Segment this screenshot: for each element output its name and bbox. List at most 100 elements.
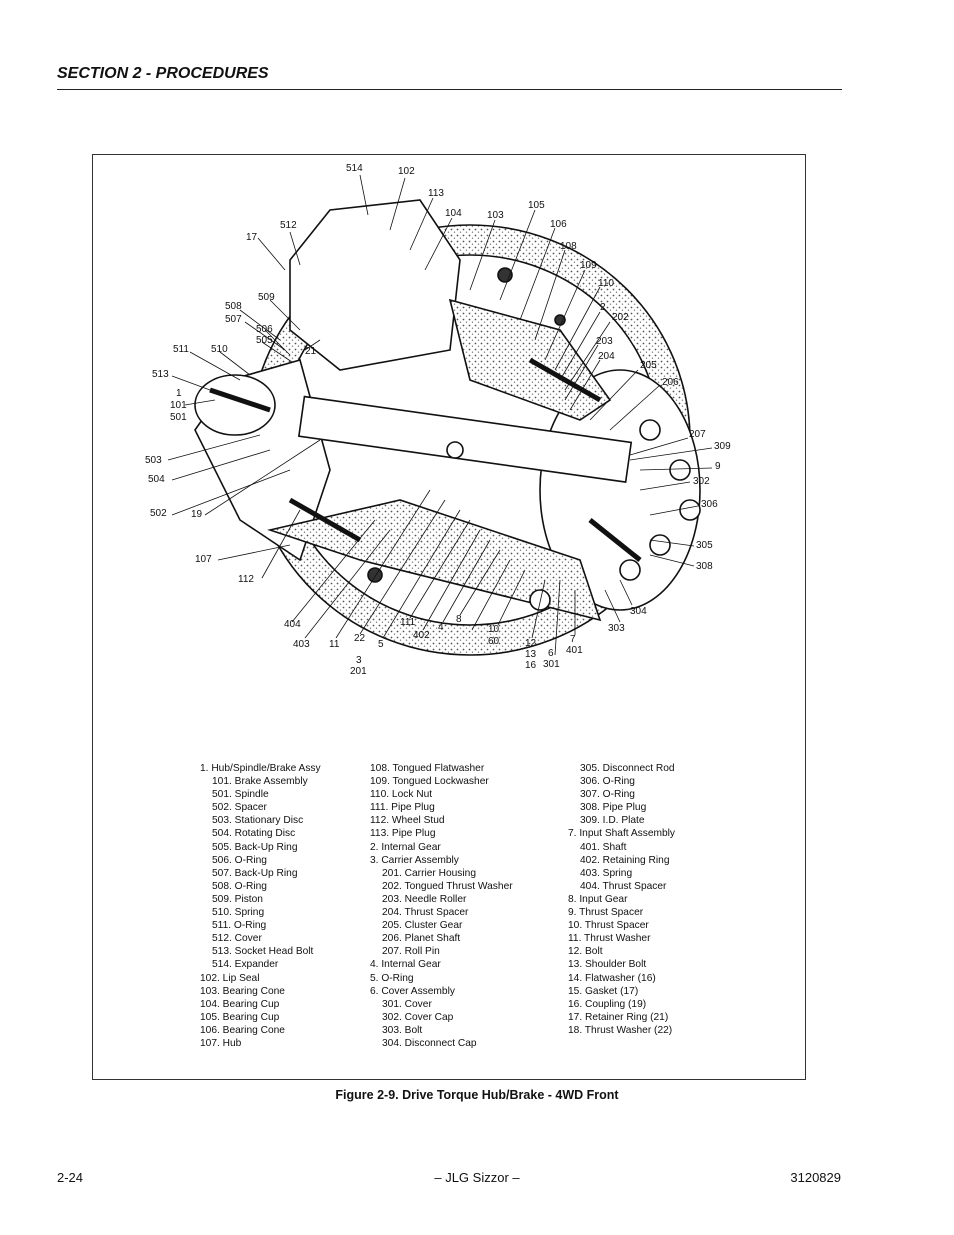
legend-item: 7. Input Shaft Assembly	[568, 828, 676, 840]
callout-label: 202	[612, 312, 629, 323]
callout-label: 204	[598, 351, 615, 362]
legend-item: 513. Socket Head Bolt	[212, 946, 314, 958]
footer-doc-number: 3120829	[790, 1170, 841, 1185]
callout-label: 306	[701, 499, 718, 510]
legend-item: 202. Tongued Thrust Washer	[382, 880, 513, 892]
figure-frame	[92, 154, 806, 1080]
callout-label: 22	[354, 633, 366, 644]
callout-label: 509	[258, 292, 275, 303]
legend-item: 401. Shaft	[580, 841, 627, 853]
legend-item: 207. Roll Pin	[382, 946, 440, 958]
callout-label: 101	[170, 400, 187, 411]
callout-label: 113	[428, 188, 444, 199]
callout-label: 3	[356, 655, 362, 666]
callout-label: 111	[400, 617, 416, 628]
callout-label: 304	[630, 606, 647, 617]
legend-item: 206. Planet Shaft	[382, 933, 461, 945]
callout-label: 514	[346, 163, 363, 174]
legend-item: 102. Lip Seal	[200, 972, 260, 984]
legend-item: 504. Rotating Disc	[212, 828, 296, 840]
callout-label: 112	[238, 574, 254, 585]
legend-item: 105. Bearing Cup	[200, 1011, 280, 1023]
legend-item: 16. Coupling (19)	[568, 998, 647, 1010]
callout-label: 511	[173, 344, 189, 355]
legend-item: 301. Cover	[382, 998, 432, 1010]
callout-label: 513	[152, 369, 169, 380]
callout-label: 21	[305, 346, 317, 357]
callout-label: 507	[225, 314, 242, 325]
legend-item: 1. Hub/Spindle/Brake Assy	[200, 763, 321, 774]
callout-label: 106	[550, 219, 567, 230]
callout-label: 205	[640, 360, 657, 371]
callout-label: 401	[566, 645, 583, 656]
callout-label: 13	[525, 649, 537, 660]
section-title: SECTION 2 - PROCEDURES	[57, 65, 269, 82]
legend-item: 103. Bearing Cone	[200, 985, 285, 997]
callout-label: 12	[525, 638, 537, 649]
legend-item: 5. O-Ring	[370, 972, 414, 984]
callout-label: 207	[689, 429, 706, 440]
callout-label: 6	[548, 648, 554, 659]
callout-label: 203	[596, 336, 613, 347]
legend-item: 302. Cover Cap	[382, 1011, 454, 1023]
legend-item: 505. Back-Up Ring	[212, 841, 298, 853]
footer-title: – JLG Sizzor –	[434, 1170, 520, 1185]
legend-item: 104. Bearing Cup	[200, 998, 280, 1010]
legend-item: 303. Bolt	[382, 1024, 423, 1036]
legend-item: 203. Needle Roller	[382, 893, 467, 905]
legend-item: 507. Back-Up Ring	[212, 867, 298, 879]
legend-item: 306. O-Ring	[580, 776, 635, 788]
callout-label: 206	[662, 377, 679, 388]
legend-item: 2. Internal Gear	[370, 841, 441, 853]
legend-item: 512. Cover	[212, 933, 262, 945]
callout-label: 4	[438, 622, 444, 633]
callout-label: 508	[225, 301, 242, 312]
legend-item: 17. Retainer Ring (21)	[568, 1011, 669, 1023]
callout-label: 301	[543, 659, 560, 670]
legend-item: 106. Bearing Cone	[200, 1024, 285, 1036]
callout-label: 10	[488, 624, 500, 635]
legend-item: 8. Input Gear	[568, 893, 628, 905]
legend-item: 506. O-Ring	[212, 854, 267, 866]
legend-item: 510. Spring	[212, 907, 265, 919]
legend-item: 309. I.D. Plate	[580, 815, 645, 827]
callout-label: 109	[580, 260, 597, 271]
legend-item: 15. Gasket (17)	[568, 985, 639, 997]
legend-item: 9. Thrust Spacer	[568, 907, 644, 919]
legend-item: 109. Tongued Lockwasher	[370, 776, 489, 788]
legend-item: 4. Internal Gear	[370, 959, 441, 971]
callout-label: 102	[398, 166, 415, 177]
legend-item: 511. O-Ring	[212, 920, 267, 932]
legend-item: 110. Lock Nut	[370, 789, 433, 801]
callout-label: 8	[456, 614, 462, 625]
legend-item: 308. Pipe Plug	[580, 802, 647, 814]
legend-item: 113. Pipe Plug	[370, 828, 436, 840]
callout-label: 7	[570, 634, 576, 645]
legend-item: 201. Carrier Housing	[382, 867, 476, 879]
legend-item: 111. Pipe Plug	[370, 802, 435, 814]
legend-item: 501. Spindle	[212, 789, 269, 801]
callout-label: 104	[445, 208, 462, 219]
legend-item: 402. Retaining Ring	[580, 854, 670, 866]
legend-item: 14. Flatwasher (16)	[568, 972, 656, 984]
legend-item: 514. Expander	[212, 959, 279, 971]
legend-item: 502. Spacer	[212, 802, 267, 814]
legend-item: 205. Cluster Gear	[382, 920, 463, 932]
legend-item: 3. Carrier Assembly	[370, 854, 459, 866]
legend-item: 18. Thrust Washer (22)	[568, 1024, 673, 1036]
callout-label: 510	[211, 344, 228, 355]
legend-item: 13. Shoulder Bolt	[568, 959, 647, 971]
callout-label: 302	[693, 476, 710, 487]
legend-item: 305. Disconnect Rod	[580, 763, 675, 774]
callout-label: 103	[487, 210, 504, 221]
legend-item: 6. Cover Assembly	[370, 985, 455, 997]
callout-label: 506	[256, 324, 273, 335]
callout-label: 16	[525, 660, 537, 671]
callout-label: 505	[256, 335, 273, 346]
figure-caption: Figure 2-9. Drive Torque Hub/Brake - 4WD…	[335, 1088, 619, 1102]
callout-label: 303	[608, 623, 625, 634]
